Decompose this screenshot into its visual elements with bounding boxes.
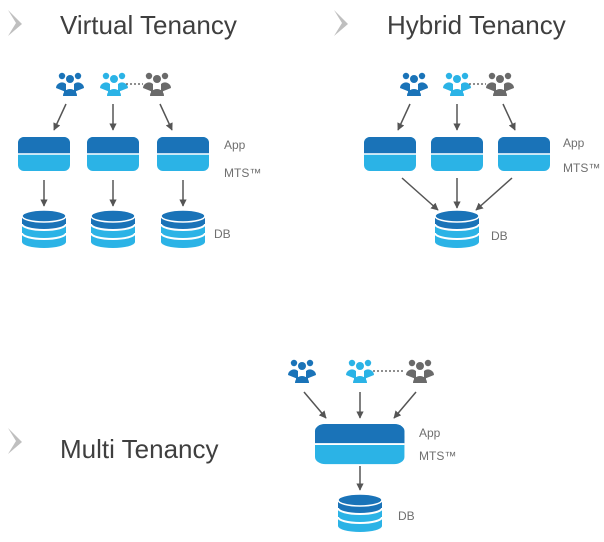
app-server-icon: [497, 136, 551, 172]
app-label: App: [419, 426, 441, 440]
mts-label: MTS™: [563, 161, 600, 175]
mts-label: MTS™: [419, 449, 456, 463]
user-group-icon: [486, 72, 514, 96]
user-group-icon: [400, 72, 428, 96]
multi-tenancy-title: Multi Tenancy: [60, 434, 219, 464]
user-group-icon: [56, 72, 84, 96]
app-server-icon: [363, 136, 417, 172]
chevron-arrow-icon: [8, 428, 22, 454]
hybrid-tenancy-title: Hybrid Tenancy: [387, 10, 566, 40]
db-label: DB: [398, 509, 415, 523]
hybrid-tenancy-section: Hybrid Tenancy App MTS™ DB: [334, 10, 600, 249]
app-label: App: [563, 136, 585, 150]
database-icon: [21, 209, 67, 249]
app-server-icon: [313, 422, 406, 466]
chevron-arrow-icon: [8, 10, 22, 36]
app-server-icon: [156, 136, 210, 172]
user-group-icon: [100, 72, 128, 96]
virtual-tenancy-section: Virtual Tenancy App MTS™ DB: [8, 10, 261, 249]
database-icon: [434, 209, 480, 249]
user-group-icon: [406, 359, 434, 383]
user-group-icon: [288, 359, 316, 383]
app-server-icon: [86, 136, 140, 172]
db-label: DB: [491, 229, 508, 243]
app-server-icon: [17, 136, 71, 172]
app-label: App: [224, 138, 246, 152]
user-group-icon: [143, 72, 171, 96]
database-icon: [337, 493, 383, 533]
virtual-tenancy-title: Virtual Tenancy: [60, 10, 237, 40]
database-icon: [90, 209, 136, 249]
mts-label: MTS™: [224, 166, 261, 180]
db-label: DB: [214, 227, 231, 241]
app-server-icon: [430, 136, 484, 172]
database-icon: [160, 209, 206, 249]
multi-tenancy-section: Multi Tenancy App MTS™ DB: [8, 359, 456, 533]
user-group-icon: [443, 72, 471, 96]
chevron-arrow-icon: [334, 10, 348, 36]
user-group-icon: [346, 359, 374, 383]
